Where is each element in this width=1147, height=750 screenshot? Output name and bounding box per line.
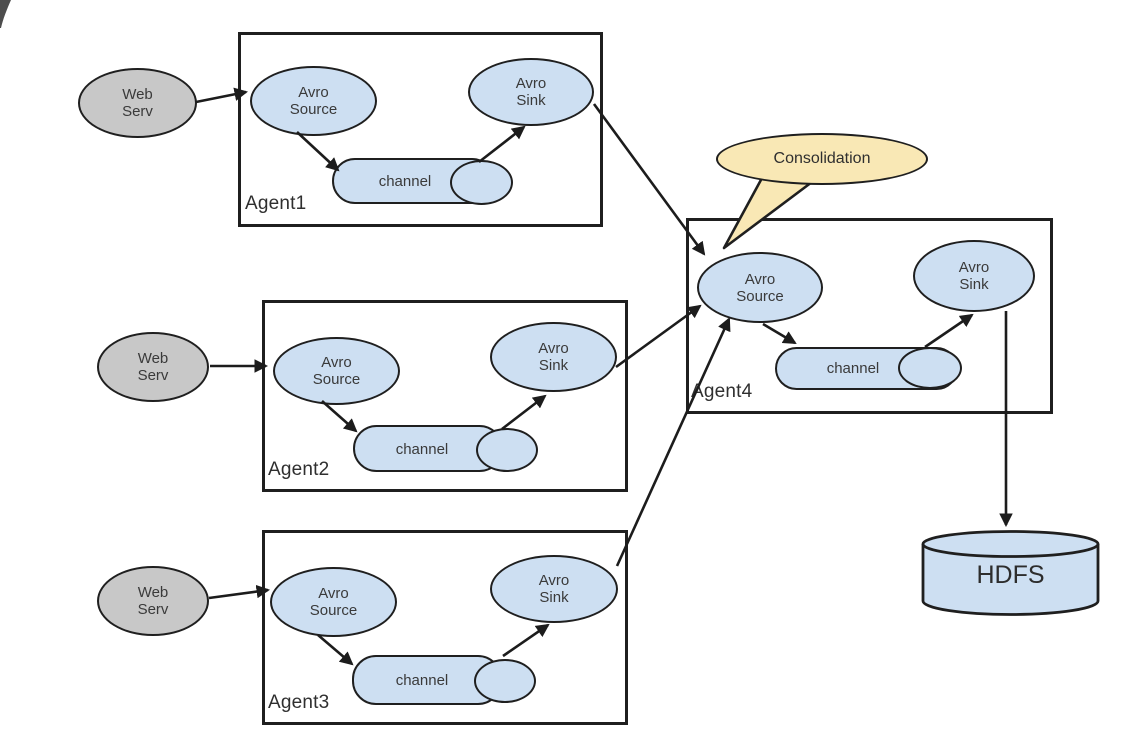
avro-sink-label: Avro	[958, 259, 990, 276]
hdfs-label: HDFS	[976, 561, 1045, 589]
web-serv-label: Web	[137, 584, 169, 601]
agent2-label: Agent2	[268, 459, 330, 480]
consolidation-callout: Consolidation	[716, 133, 928, 185]
agent4-channel-endcap	[898, 347, 962, 389]
agent2-channel-endcap	[476, 428, 538, 472]
avro-sink-label: Avro	[538, 572, 570, 589]
avro-source-label: Avro	[744, 270, 776, 288]
agent3-label: Agent3	[268, 692, 330, 713]
agent3-channel-endcap	[474, 659, 536, 703]
avro-source-label: Avro	[321, 354, 352, 371]
agent3-channel-label: channel	[395, 672, 449, 689]
consolidation-label: Consolidation	[773, 150, 871, 167]
agent3-box	[262, 530, 628, 725]
agent1-channel-label: channel	[378, 173, 432, 190]
avro-source-label: Avro	[298, 84, 329, 101]
avro-sink-label: Avro	[515, 75, 547, 92]
agent1-channel-endcap	[450, 160, 513, 205]
web-serv-label: Web	[137, 350, 169, 367]
avro-sink-label: Avro	[538, 340, 569, 357]
corner-artifact	[0, 0, 11, 28]
arrow-agent3-webserv-to-source	[208, 584, 271, 600]
avro-source-label: Avro	[318, 585, 349, 602]
hdfs-cylinder-top	[921, 530, 1100, 558]
agent2-channel-label: channel	[395, 441, 449, 458]
agent1-label: Agent1	[245, 193, 307, 214]
agent4-label: Agent4	[691, 381, 753, 402]
web-serv-label: Web	[122, 86, 153, 103]
agent4-channel-label: channel	[826, 360, 880, 377]
